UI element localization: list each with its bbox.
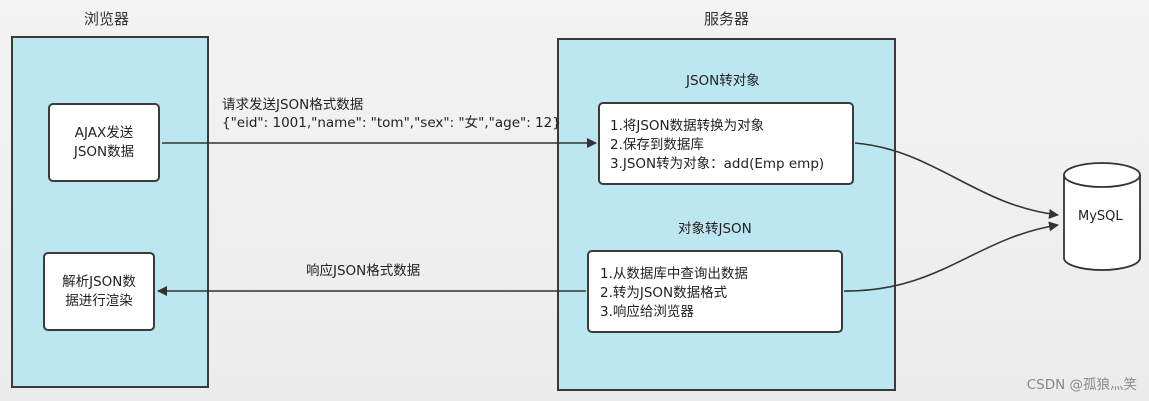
json-to-object-step-1: 1.将JSON数据转换为对象	[610, 118, 765, 134]
parse-render-line-2: 据进行渲染	[65, 292, 133, 309]
watermark: CSDN @孤狼灬笑	[1026, 377, 1137, 393]
query-db-connector	[843, 221, 1059, 292]
ajax-send-line-2: JSON数据	[73, 143, 135, 160]
parse-render-box: 解析JSON数 据进行渲染	[43, 252, 155, 331]
object-to-json-heading: 对象转JSON	[678, 221, 752, 237]
ajax-send-box: AJAX发送 JSON数据	[48, 103, 160, 182]
object-to-json-step-2: 2.转为JSON数据格式	[600, 285, 728, 301]
object-to-json-box: 1.从数据库中查询出数据 2.转为JSON数据格式 3.响应给浏览器	[587, 250, 843, 333]
server-title: 服务器	[704, 10, 750, 28]
browser-title: 浏览器	[84, 10, 130, 28]
database-cylinder-icon	[1063, 162, 1141, 271]
object-to-json-step-1: 1.从数据库中查询出数据	[600, 266, 748, 282]
object-to-json-step-3: 3.响应给浏览器	[600, 304, 694, 320]
response-label: 响应JSON格式数据	[306, 263, 421, 279]
request-payload: {"eid": 1001,"name": "tom","sex": "女","a…	[222, 115, 561, 131]
request-label: 请求发送JSON格式数据	[222, 97, 364, 113]
parse-render-line-1: 解析JSON数	[62, 273, 136, 290]
json-to-object-box: 1.将JSON数据转换为对象 2.保存到数据库 3.JSON转为对象：add(E…	[598, 102, 854, 185]
save-to-db-connector	[854, 142, 1059, 219]
database-label: MySQL	[1078, 209, 1123, 224]
json-to-object-step-3: 3.JSON转为对象：add(Emp emp)	[610, 156, 825, 172]
json-to-object-step-2: 2.保存到数据库	[610, 137, 704, 153]
json-to-object-heading: JSON转对象	[686, 73, 760, 89]
ajax-send-line-1: AJAX发送	[74, 124, 134, 141]
